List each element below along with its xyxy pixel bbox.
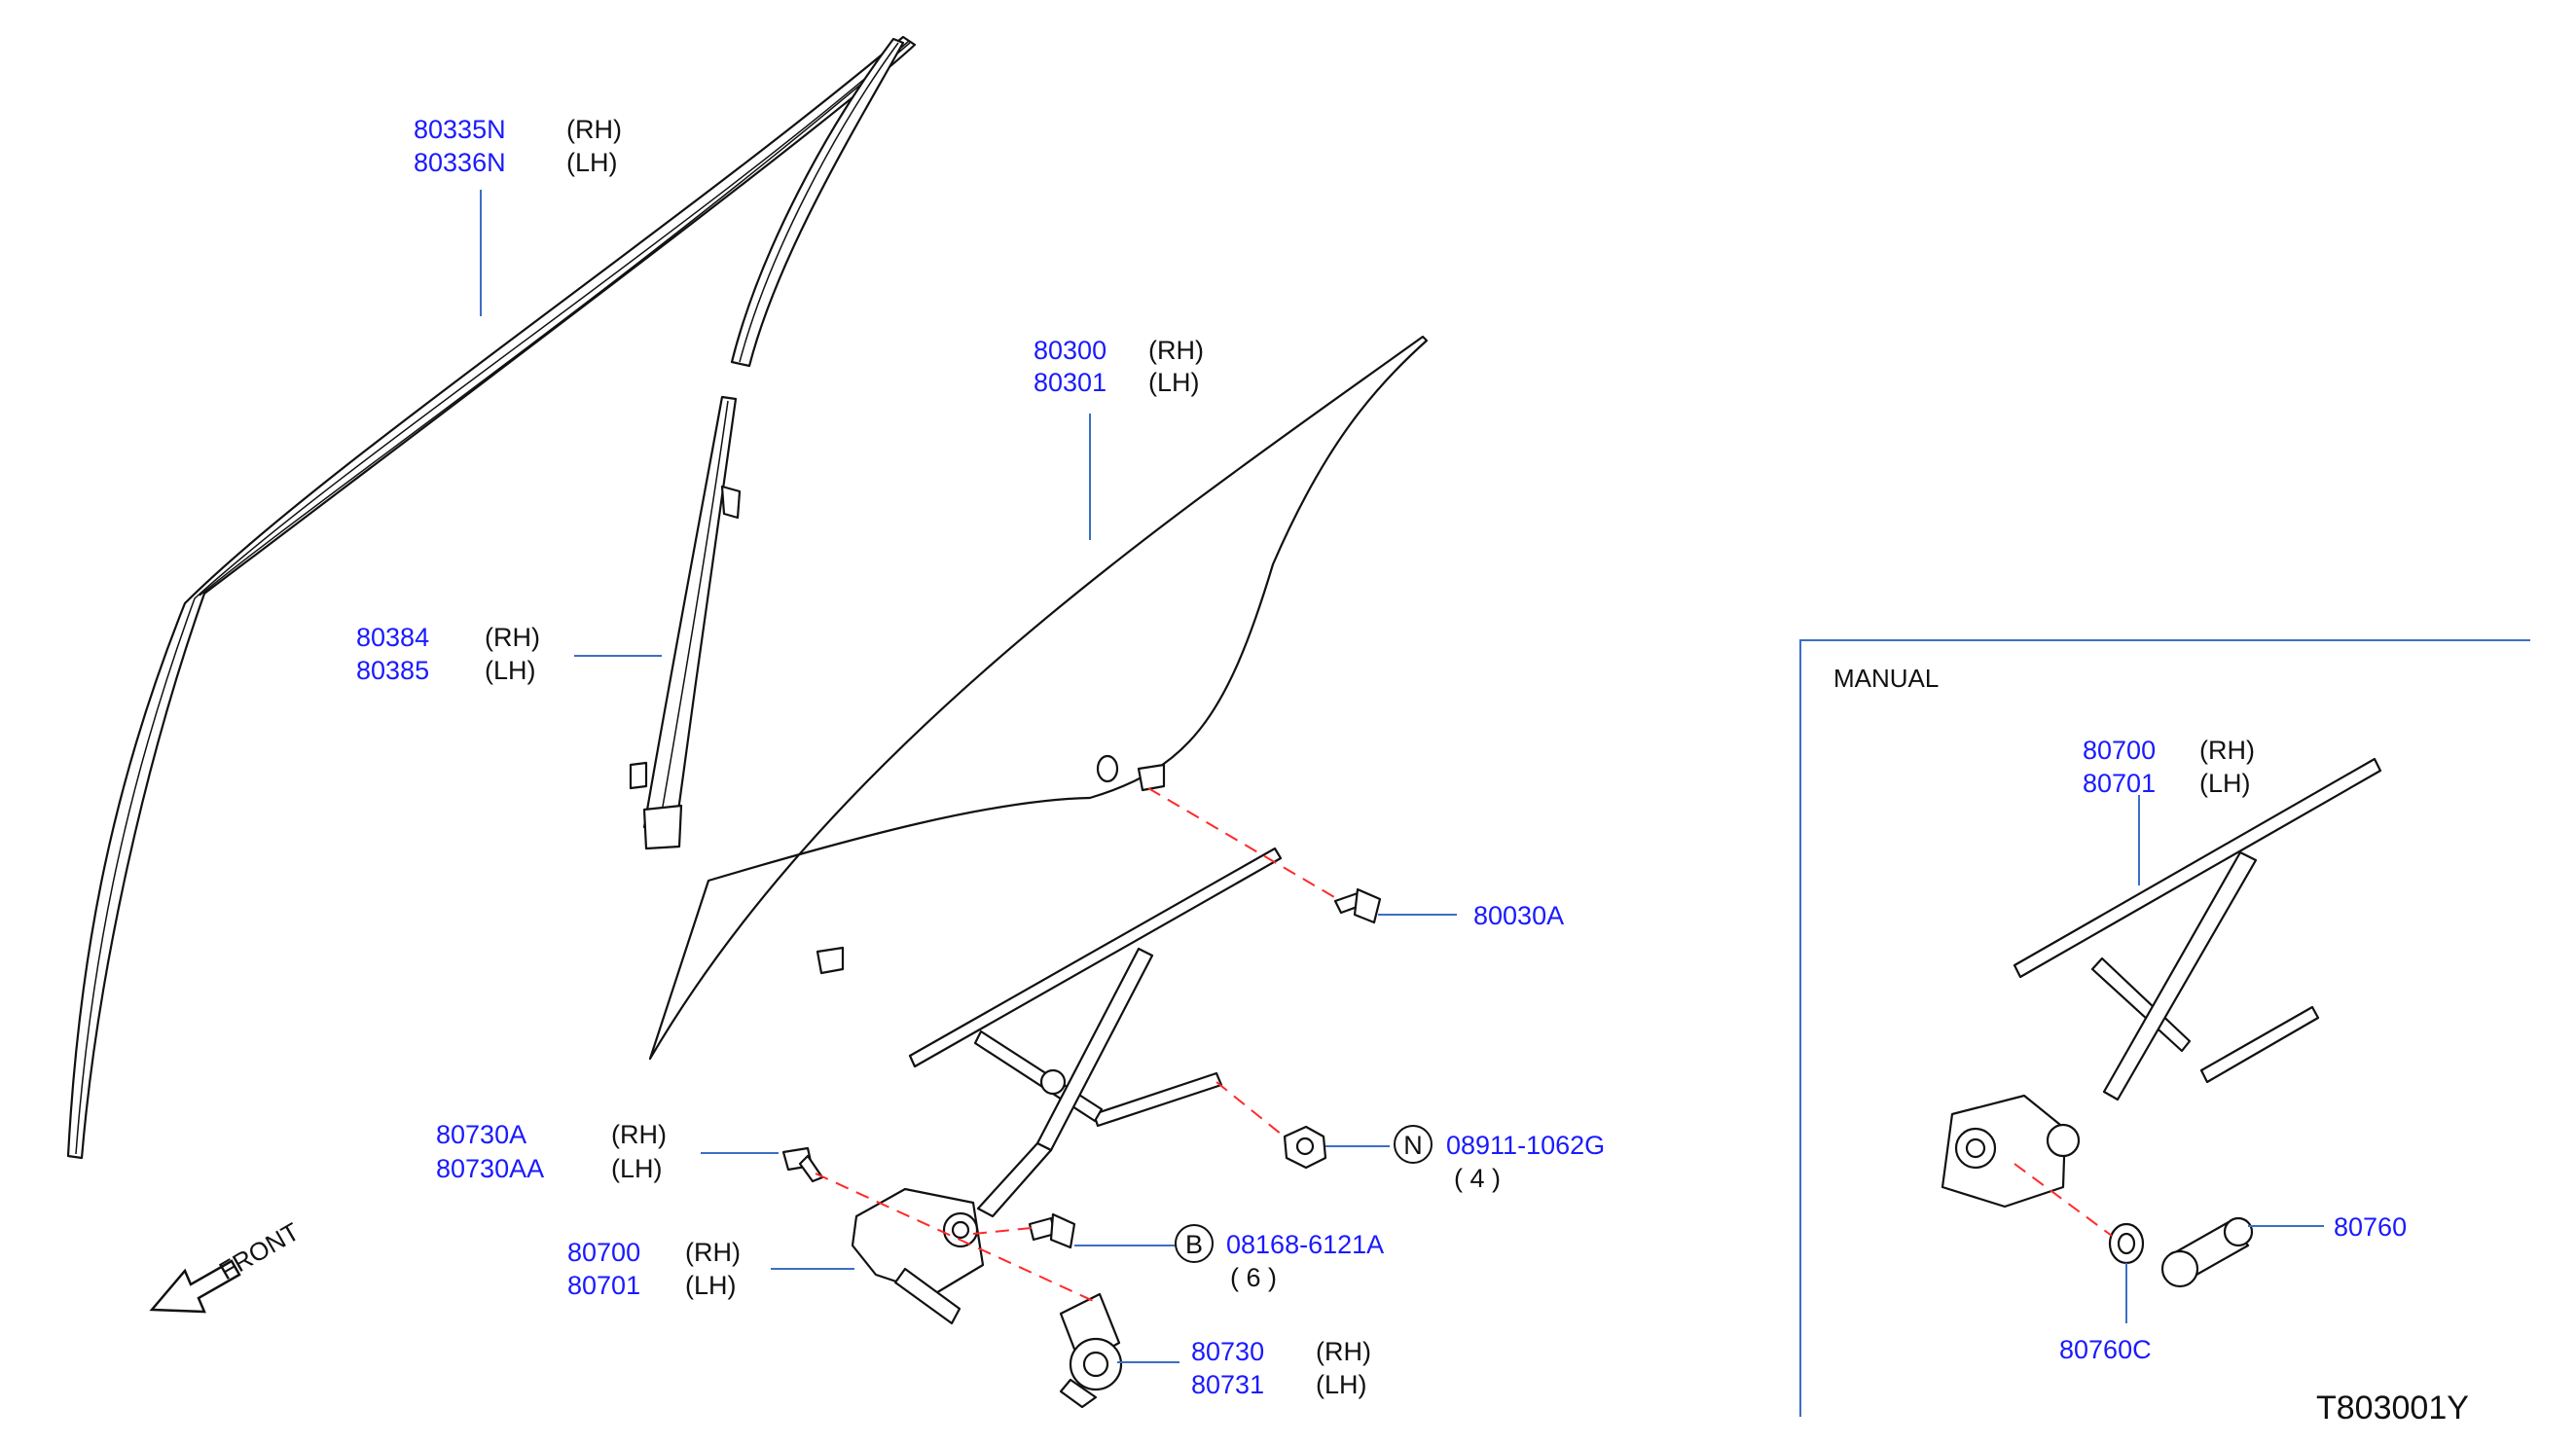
nut-qty: ( 4 ) [1454,1164,1501,1193]
rear-sash-channel [629,395,742,850]
glass-bolt [1333,887,1382,924]
sash-rear-lh-number: 80385 [356,656,429,685]
glass-rh-side: (RH) [1148,336,1204,365]
handle-number: 80760 [2334,1212,2407,1242]
nut-symbol-circle [1394,1125,1433,1164]
manual-section-frame [1799,639,2530,1417]
glass-lh-number: 80301 [1034,368,1107,397]
manual-section-title: MANUAL [1833,664,1939,693]
door-sash-moulding [66,35,917,1160]
power-window-regulator [851,847,1283,1325]
manual-regulator-rh-side: (RH) [2199,736,2255,765]
window-motor [1059,1292,1123,1409]
sash-rear-lh-side: (LH) [485,656,536,685]
motor-screw-rh-number: 80730A [436,1120,526,1149]
bolt [1028,1212,1076,1249]
nut-symbol: N [1403,1131,1423,1160]
motor-screw [781,1146,824,1183]
motor-screw-lh-number: 80730AA [436,1154,544,1183]
window-handle [2160,1216,2254,1288]
bolt-symbol-circle [1175,1224,1214,1263]
regulator-rh-number: 80700 [567,1238,640,1267]
sash-outer-lh-number: 80336N [414,148,506,177]
nut-number: 08911-1062G [1446,1131,1605,1160]
bolt-qty: ( 6 ) [1230,1263,1277,1292]
sash-rear-rh-side: (RH) [485,623,540,652]
manual-window-regulator [1941,757,2382,1209]
motor-lh-side: (LH) [1316,1370,1367,1399]
regulator-rh-side: (RH) [685,1238,741,1267]
glass-lh-side: (LH) [1148,368,1200,397]
escutcheon-number: 80760C [2059,1335,2152,1364]
bolt-number: 08168-6121A [1226,1230,1384,1259]
alignment-lines [815,787,2113,1305]
regulator-lh-number: 80701 [567,1271,640,1300]
bolt-symbol: B [1185,1230,1203,1259]
manual-regulator-rh-number: 80700 [2083,736,2156,765]
leader-lines [480,190,2324,1363]
manual-regulator-lh-number: 80701 [2083,769,2156,798]
motor-screw-rh-side: (RH) [611,1120,667,1149]
regulator-lh-side: (LH) [685,1271,737,1300]
front-arrow-icon [149,1259,241,1314]
sash-outer-lh-side: (LH) [566,148,618,177]
front-label: FRONT [214,1216,305,1285]
motor-screw-lh-side: (LH) [611,1154,663,1183]
motor-rh-side: (RH) [1316,1337,1371,1366]
manual-regulator-lh-side: (LH) [2199,769,2251,798]
glass-bolt-number: 80030A [1473,901,1564,930]
nut [1283,1125,1327,1170]
sash-outer-rh-number: 80335N [414,115,506,144]
diagram-code: T803001Y [2316,1390,2469,1426]
door-glass [648,335,1429,1061]
sash-rear-rh-number: 80384 [356,623,429,652]
motor-rh-number: 80730 [1191,1337,1264,1366]
glass-rh-number: 80300 [1034,336,1107,365]
escutcheon [2108,1222,2145,1265]
sash-outer-rh-side: (RH) [566,115,622,144]
motor-lh-number: 80731 [1191,1370,1264,1399]
